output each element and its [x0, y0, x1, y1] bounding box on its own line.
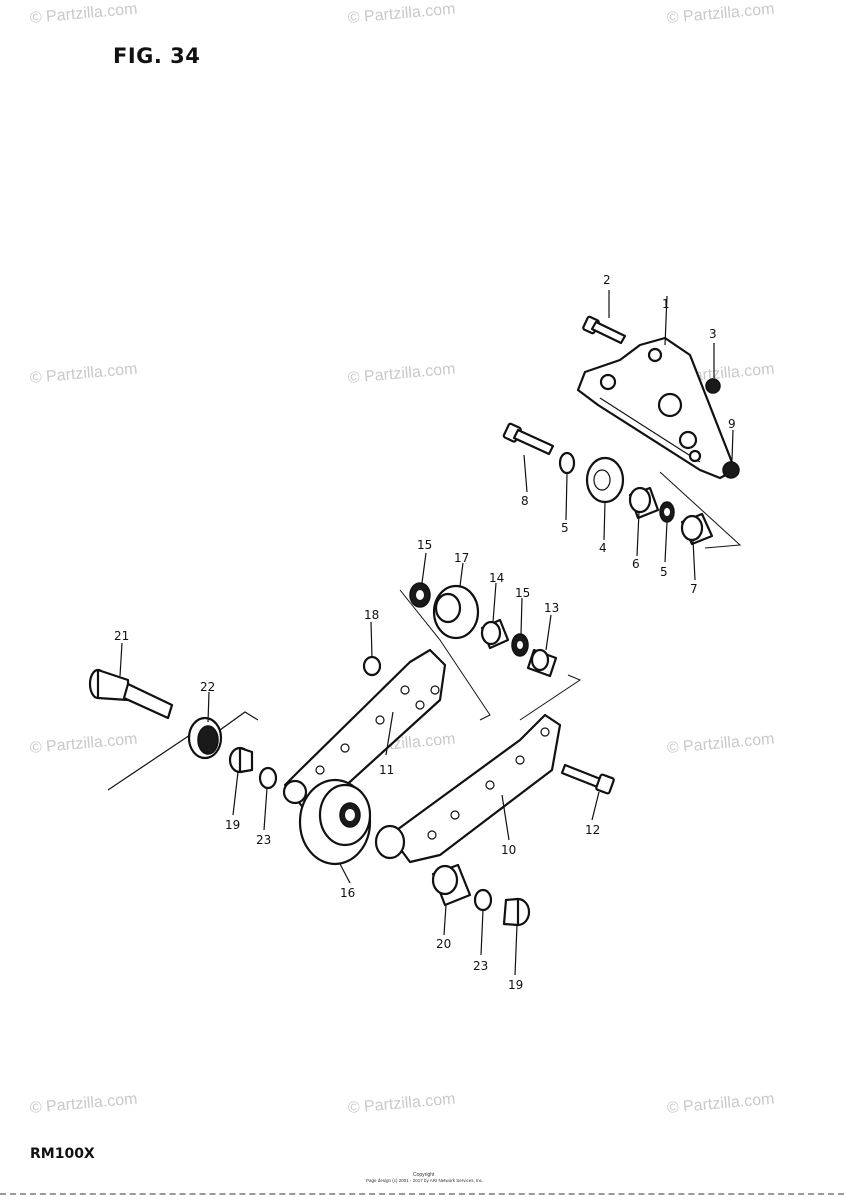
- part-10-arm: [374, 713, 562, 864]
- label-part-4: 4: [599, 541, 607, 555]
- part-3-nut: [705, 378, 721, 394]
- part-9-nut: [722, 461, 740, 479]
- part-11-arm: [282, 648, 447, 812]
- label-part-18: 18: [364, 608, 379, 622]
- part-18-nut: [362, 655, 382, 677]
- label-part-23: 23: [473, 959, 488, 973]
- part-4-collar: [585, 456, 625, 504]
- label-part-8: 8: [521, 494, 529, 508]
- copyright-notice: Page design (c) 2001 - 2017 by ARI Netwo…: [366, 1178, 484, 1183]
- label-part-15: 15: [417, 538, 432, 552]
- part-5-washer: [558, 451, 576, 475]
- label-part-5: 5: [561, 521, 569, 535]
- label-part-6: 6: [632, 557, 640, 571]
- label-part-3: 3: [709, 327, 717, 341]
- label-part-19: 19: [508, 978, 523, 992]
- label-part-23: 23: [256, 833, 271, 847]
- part-12-bolt: [560, 763, 615, 795]
- label-part-10: 10: [501, 843, 516, 857]
- label-part-5: 5: [660, 565, 668, 579]
- model-label: RM100X: [30, 1146, 95, 1162]
- label-part-7: 7: [690, 582, 698, 596]
- part-23-oring: [258, 766, 278, 790]
- leader-lines: [119, 290, 734, 976]
- label-part-22: 22: [200, 680, 215, 694]
- copyright-line: Copyright: [413, 1172, 435, 1178]
- label-part-11: 11: [379, 763, 394, 777]
- part-8-bolt: [502, 422, 555, 456]
- part-17-roller: [432, 584, 480, 640]
- label-part-15: 15: [515, 586, 530, 600]
- label-part-16: 16: [340, 886, 355, 900]
- page-edge-divider: [0, 1193, 844, 1195]
- label-part-17: 17: [454, 551, 469, 565]
- label-part-9: 9: [728, 417, 736, 431]
- label-part-12: 12: [585, 823, 600, 837]
- label-part-20: 20: [436, 937, 451, 951]
- part-22-spring: [107, 711, 259, 791]
- label-part-19: 19: [225, 818, 240, 832]
- label-part-13: 13: [544, 601, 559, 615]
- part-7-spacer: [680, 512, 714, 546]
- part-19-bushing: [502, 897, 531, 927]
- part-19-bushing: [228, 746, 254, 774]
- label-part-21: 21: [114, 629, 129, 643]
- part-6-bushing: [628, 486, 660, 520]
- part-21-shaft: [88, 668, 174, 720]
- figure-title: FIG. 34: [113, 44, 201, 68]
- part-20-bushing: [431, 863, 472, 907]
- part-23-oring: [473, 888, 493, 912]
- label-part-2: 2: [603, 273, 611, 287]
- part-14-bushing: [480, 618, 510, 650]
- part-16-roller: [298, 778, 372, 866]
- part-13-spacer: [526, 648, 558, 678]
- label-part-1: 1: [662, 297, 670, 311]
- part-2-bolt: [582, 315, 627, 345]
- alignment-line: [519, 674, 582, 721]
- alignment-line: [659, 471, 742, 549]
- alignment-line: [399, 589, 491, 721]
- label-part-14: 14: [489, 571, 504, 585]
- part-1-bracket: [576, 336, 737, 480]
